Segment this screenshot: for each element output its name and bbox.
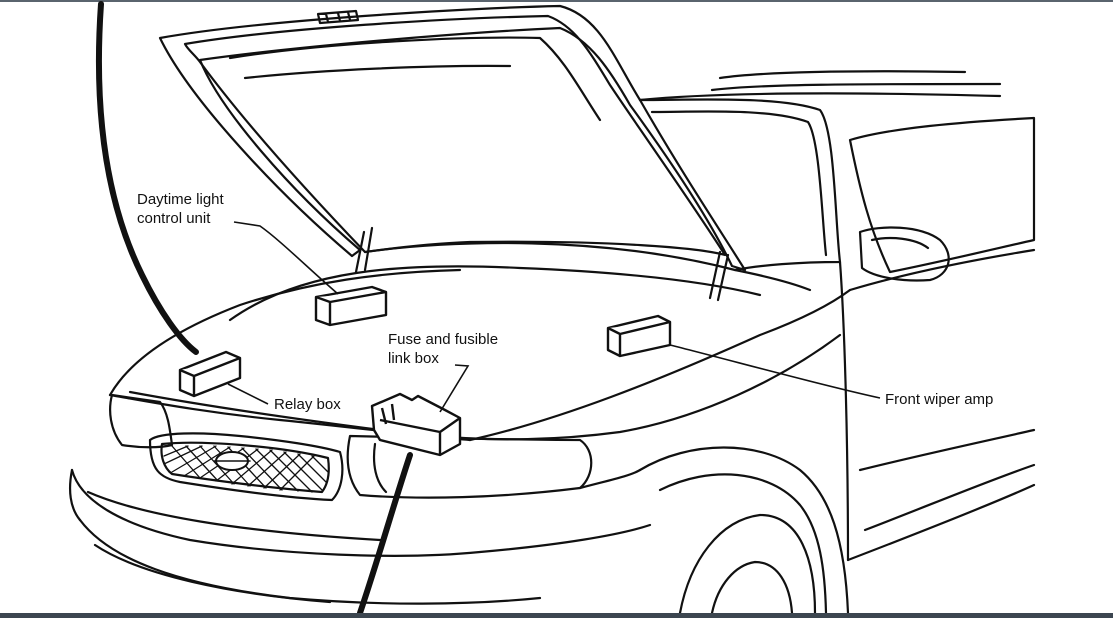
- harness-wire-bottom: [357, 452, 413, 616]
- bumper-lip: [93, 543, 332, 604]
- rocker-panel: [846, 483, 1036, 562]
- side-window: [848, 116, 1036, 274]
- leader-relay-box: [227, 383, 269, 405]
- label-front-wiper-amp: Front wiper amp: [885, 391, 994, 408]
- label-daytime-light-control-unit: Daytime light control unit: [137, 190, 224, 228]
- headlight-right-inner: [372, 442, 388, 494]
- door-line-low: [863, 463, 1036, 532]
- fender-side: [848, 248, 1036, 292]
- leader-fuse-box: [439, 364, 470, 413]
- leader-daytime-light: [233, 221, 339, 295]
- hood-outer: [158, 4, 747, 272]
- tire-outer: [678, 513, 817, 615]
- bottom-frame-bar: [0, 613, 1113, 618]
- leader-wiper-amp: [669, 344, 881, 399]
- label-fuse-line1: Fuse and fusible: [388, 331, 499, 348]
- fender-line: [468, 288, 852, 442]
- grille-frame: [148, 432, 344, 502]
- relay-box-shape: [178, 350, 242, 398]
- hood-emblem: [316, 9, 360, 25]
- wheel-arch: [638, 446, 850, 615]
- hood-inner: [183, 14, 727, 257]
- side-mirror: [858, 226, 950, 282]
- hood-contour-1: [228, 36, 602, 122]
- roof-rail-1: [718, 70, 967, 80]
- tire-inner: [710, 560, 794, 615]
- grille-inner: [160, 441, 330, 494]
- harness-wire-left: [95, 1, 199, 355]
- cowl-line-2: [228, 265, 762, 322]
- bumper-groove: [86, 490, 382, 542]
- label-daytime-light-line2: control unit: [137, 210, 211, 227]
- door-crease: [858, 428, 1036, 472]
- label-fuse-line2: link box: [388, 350, 439, 367]
- front-wiper-amp-shape: [606, 314, 672, 358]
- hood-strut-left: [354, 226, 374, 274]
- body-top-edge: [108, 268, 462, 397]
- hood-front-edge: [128, 333, 842, 441]
- fuse-box-shape: [370, 392, 462, 457]
- bumper-side: [69, 468, 82, 522]
- roof-rail-2: [710, 82, 1002, 92]
- bumper-lower: [78, 518, 542, 605]
- wheel-arch-inner: [658, 473, 828, 615]
- fender-lower: [578, 468, 642, 490]
- daytime-light-unit-box: [314, 285, 388, 327]
- door-edge: [838, 260, 850, 562]
- windshield-frame: [638, 98, 842, 272]
- roof-line: [638, 92, 1002, 102]
- label-daytime-light-line1: Daytime light: [137, 191, 224, 208]
- label-fuse-and-fusible-link-box: Fuse and fusible link box: [388, 330, 498, 368]
- top-frame-rule: [0, 0, 1113, 2]
- label-relay-box: Relay box: [274, 396, 341, 413]
- hood-strut-right: [708, 250, 730, 302]
- headlight-left: [109, 393, 174, 449]
- hood-contour-2: [243, 64, 512, 80]
- cowl-line: [363, 241, 812, 292]
- windshield-inner: [650, 110, 828, 257]
- bumper-upper: [70, 468, 652, 557]
